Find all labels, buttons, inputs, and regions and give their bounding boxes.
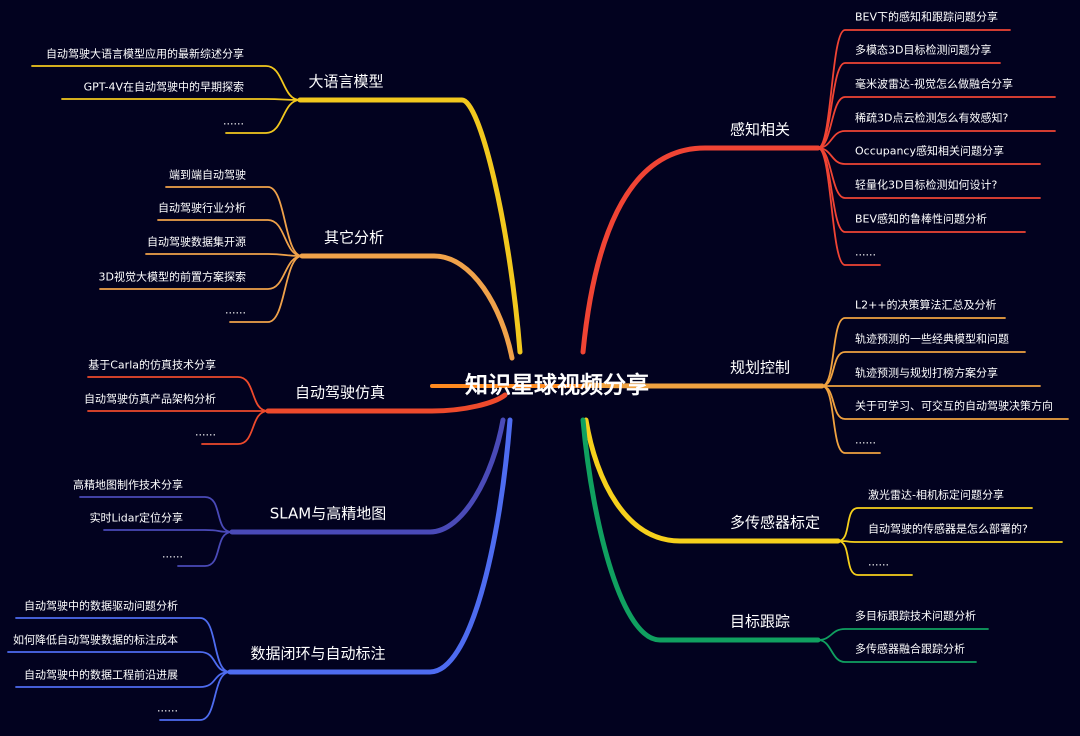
leaf-connector-calibration-2: [837, 540, 913, 576]
leaf-label-planning-2: 轨迹预测与规划打榜方案分享: [855, 366, 998, 380]
branch-label-sim: 自动驾驶仿真: [294, 383, 386, 402]
leaf-connector-slam-1: [103, 529, 233, 533]
leaf-label-slam-2: ......: [162, 547, 183, 561]
leaf-label-planning-4: ......: [855, 433, 876, 447]
leaf-label-llm-2: ......: [223, 114, 244, 128]
branch-label-other: 其它分析: [323, 228, 385, 247]
leaf-label-perception-7: ......: [855, 245, 876, 259]
leaf-label-calibration-0: 激光雷达-相机标定问题分享: [868, 488, 1004, 502]
leaf-connector-tracking-0: [817, 628, 989, 641]
leaf-connector-other-0: [165, 186, 303, 257]
leaf-label-perception-2: 毫米波雷达-视觉怎么做融合分享: [855, 77, 1013, 91]
branch-label-llm: 大语言模型: [308, 72, 384, 91]
leaf-connector-perception-1: [817, 62, 1001, 149]
leaf-label-sim-0: 基于Carla的仿真技术分享: [88, 358, 216, 372]
leaf-connector-planning-0: [821, 317, 1006, 387]
leaf-connector-sim-0: [87, 376, 269, 412]
leaf-connector-perception-2: [817, 96, 1056, 149]
leaf-connector-llm-2: [225, 99, 301, 134]
trunk-llm: [297, 97, 523, 355]
leaf-connector-planning-4: [821, 385, 881, 454]
leaf-label-llm-0: 自动驾驶大语言模型应用的最新综述分享: [46, 47, 244, 61]
leaf-label-calibration-2: ......: [868, 555, 889, 569]
trunk-calibration: [583, 417, 841, 544]
leaf-label-perception-4: Occupancy感知相关问题分享: [855, 144, 1004, 158]
branch-label-calibration: 多传感器标定: [729, 513, 821, 532]
leaf-label-perception-5: 轻量化3D目标检测如何设计?: [855, 178, 998, 192]
leaf-label-other-1: 自动驾驶行业分析: [158, 201, 246, 215]
leaf-connector-calibration-0: [837, 507, 1033, 542]
branch-label-data: 数据闭环与自动标注: [250, 644, 386, 663]
leaf-connector-other-2: [145, 253, 303, 257]
leaf-connector-calibration-1: [837, 540, 1063, 543]
leaf-connector-llm-1: [61, 98, 301, 101]
trunk-data: [227, 417, 513, 675]
leaf-label-planning-3: 关于可学习、可交互的自动驾驶决策方向: [855, 399, 1053, 413]
leaf-label-perception-6: BEV感知的鲁棒性问题分析: [855, 212, 988, 226]
leaf-connector-other-1: [157, 219, 303, 257]
trunk-perception: [580, 145, 821, 355]
branch-label-slam: SLAM与高精地图: [269, 504, 387, 523]
leaf-label-data-2: 自动驾驶中的数据工程前沿进展: [24, 668, 178, 682]
leaf-label-tracking-1: 多传感器融合跟踪分析: [855, 642, 965, 656]
leaf-connector-perception-3: [817, 130, 1056, 149]
leaf-label-other-3: 3D视觉大模型的前置方案探索: [98, 270, 246, 284]
leaf-connector-slam-2: [177, 531, 233, 567]
leaf-label-llm-1: GPT-4V在自动驾驶中的早期探索: [83, 80, 244, 94]
leaf-connector-sim-2: [201, 410, 269, 445]
leaf-connector-data-0: [15, 617, 231, 673]
leaf-label-slam-1: 实时Lidar定位分享: [89, 511, 183, 525]
leaf-label-perception-3: 稀疏3D点云检测怎么有效感知?: [855, 111, 1009, 125]
leaf-label-planning-0: L2++的决策算法汇总及分析: [855, 298, 997, 312]
leaf-label-sim-2: ......: [195, 425, 216, 439]
trunk-slam: [229, 417, 506, 535]
branch-label-planning: 规划控制: [729, 358, 791, 377]
leaf-label-perception-0: BEV下的感知和跟踪问题分享: [855, 10, 999, 24]
leaf-label-calibration-1: 自动驾驶的传感器是怎么部署的?: [868, 522, 1028, 536]
leaf-label-planning-1: 轨迹预测的一些经典模型和问题: [855, 332, 1009, 346]
trunk-tracking: [580, 417, 821, 643]
leaf-label-slam-0: 高精地图制作技术分享: [73, 478, 183, 492]
leaf-connector-data-3: [159, 671, 231, 721]
leaf-label-sim-1: 自动驾驶仿真产品架构分析: [84, 392, 216, 406]
leaf-label-data-0: 自动驾驶中的数据驱动问题分析: [24, 599, 178, 613]
trunk-other: [299, 253, 515, 361]
leaf-label-tracking-0: 多目标跟踪技术问题分析: [855, 609, 976, 623]
trunk-planning: [583, 382, 825, 389]
leaf-connector-slam-0: [79, 496, 233, 533]
leaf-connector-llm-0: [31, 65, 301, 101]
trunk-sim: [265, 392, 508, 414]
leaf-connector-perception-7: [817, 147, 881, 266]
leaf-label-other-0: 端到端自动驾驶: [169, 168, 246, 182]
leaf-connector-tracking-1: [817, 639, 977, 663]
leaf-connector-other-4: [229, 255, 303, 323]
leaf-label-perception-1: 多模态3D目标检测问题分享: [855, 43, 992, 57]
branch-label-tracking: 目标跟踪: [729, 612, 791, 631]
leaf-connector-data-1: [7, 651, 231, 673]
leaf-label-other-2: 自动驾驶数据集开源: [147, 235, 246, 249]
leaf-connector-planning-1: [821, 351, 1026, 387]
branch-label-perception: 感知相关: [729, 120, 791, 139]
leaf-label-data-1: 如何降低自动驾驶数据的标注成本: [13, 633, 178, 647]
root-title: 知识星球视频分享: [465, 372, 649, 399]
leaf-label-data-3: ......: [157, 701, 178, 715]
leaf-label-other-4: ......: [225, 303, 246, 317]
